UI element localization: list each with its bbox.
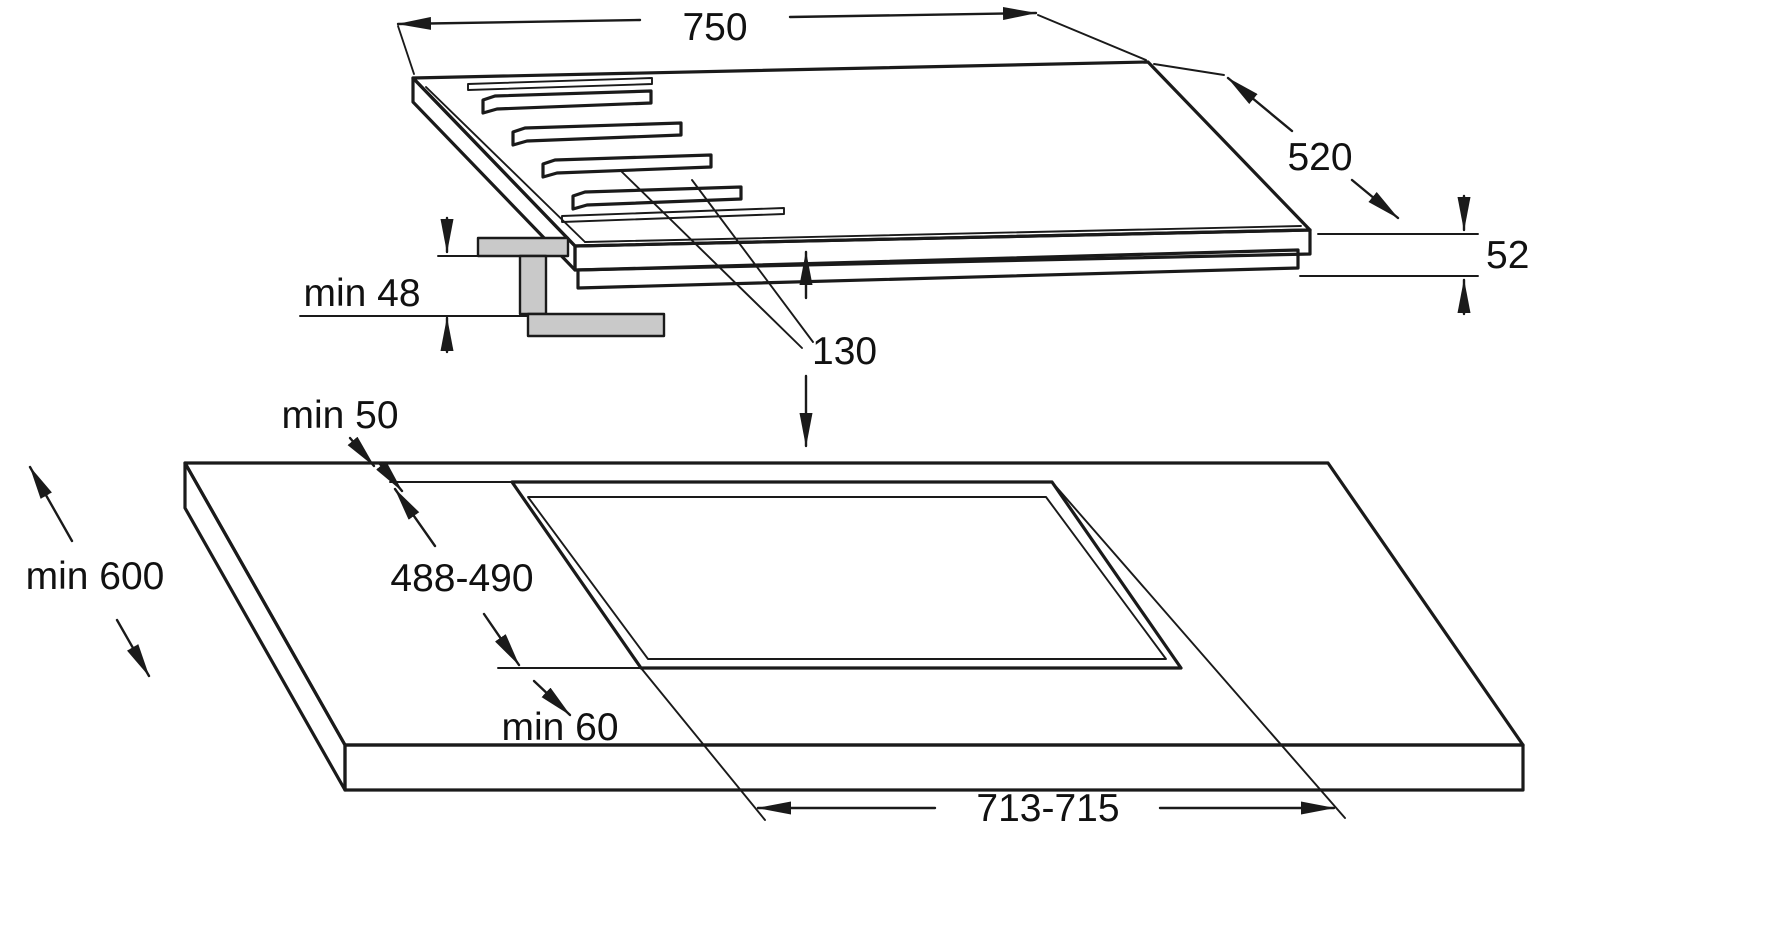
dim-cutout-depth-label: 488-490 bbox=[390, 557, 533, 600]
hob-rim-front bbox=[584, 225, 1302, 243]
dim-worktop-depth-line-bottom bbox=[115, 618, 151, 678]
dim-cutout-width-ext-left bbox=[640, 667, 766, 821]
worktop-drawing bbox=[183, 461, 1525, 792]
dim-130-label: 130 bbox=[812, 330, 877, 373]
worktop-left-face bbox=[183, 461, 347, 792]
dimensions: 750 520 52 min 48 130 min 50 min 600 bbox=[26, 6, 1530, 830]
hob-drawing bbox=[411, 60, 1312, 290]
dim-worktop-depth-line-top bbox=[28, 465, 74, 543]
dim-cutout-width-ext-right bbox=[1051, 481, 1346, 819]
bracket-stem bbox=[518, 254, 548, 316]
dim-130-leader-1 bbox=[621, 171, 803, 349]
dim-hob-width-leader-right bbox=[1037, 14, 1147, 61]
dim-130-leader-2 bbox=[691, 179, 814, 343]
dim-hob-depth-label: 520 bbox=[1287, 136, 1352, 179]
dim-cutout-depth-line-bottom bbox=[482, 612, 521, 667]
dim-clearance-label: min 48 bbox=[303, 272, 420, 315]
dim-front-label: min 60 bbox=[501, 706, 618, 749]
hob-left-face bbox=[411, 76, 577, 272]
rear-rail bbox=[467, 77, 653, 91]
hob-front-face bbox=[573, 228, 1312, 272]
dim-rear-arrow-2 bbox=[376, 461, 404, 493]
dim-worktop-depth-label: min 600 bbox=[26, 555, 165, 598]
dim-rear-arrow-1 bbox=[347, 436, 376, 468]
grate-bar bbox=[481, 89, 653, 115]
hob-rim-left bbox=[425, 86, 586, 243]
grate-bar bbox=[511, 121, 683, 147]
dim-hob-width-label: 750 bbox=[682, 6, 747, 49]
burner-grates bbox=[467, 77, 785, 223]
bracket-top-bar bbox=[476, 236, 570, 258]
grate-bar bbox=[571, 185, 743, 211]
front-rail bbox=[561, 207, 785, 223]
cutout-outline bbox=[510, 480, 1183, 670]
dim-cutout-width-label: 713-715 bbox=[976, 787, 1119, 830]
worktop-front-face bbox=[343, 743, 1525, 792]
dim-front-arrow bbox=[532, 679, 572, 717]
dim-hob-width-line-left bbox=[396, 16, 642, 30]
dim-cutout-depth-line-top bbox=[393, 487, 437, 548]
hob-underside-step bbox=[576, 248, 1300, 290]
worktop-top-face bbox=[183, 461, 1525, 747]
dim-hob-height-label: 52 bbox=[1486, 234, 1529, 277]
dim-hob-depth-line-bottom bbox=[1350, 178, 1400, 220]
cutout-inner-edge bbox=[527, 496, 1167, 660]
grate-bar bbox=[541, 153, 713, 179]
dim-hob-depth-leader bbox=[1153, 63, 1225, 76]
dim-hob-width-line-right bbox=[788, 7, 1038, 21]
dim-hob-width-leader-left bbox=[397, 25, 415, 75]
mounting-bracket-section bbox=[476, 236, 666, 338]
bracket-bottom-bar bbox=[526, 312, 666, 338]
dim-hob-depth-line-top bbox=[1226, 76, 1294, 133]
dim-rear-label: min 50 bbox=[281, 394, 398, 437]
